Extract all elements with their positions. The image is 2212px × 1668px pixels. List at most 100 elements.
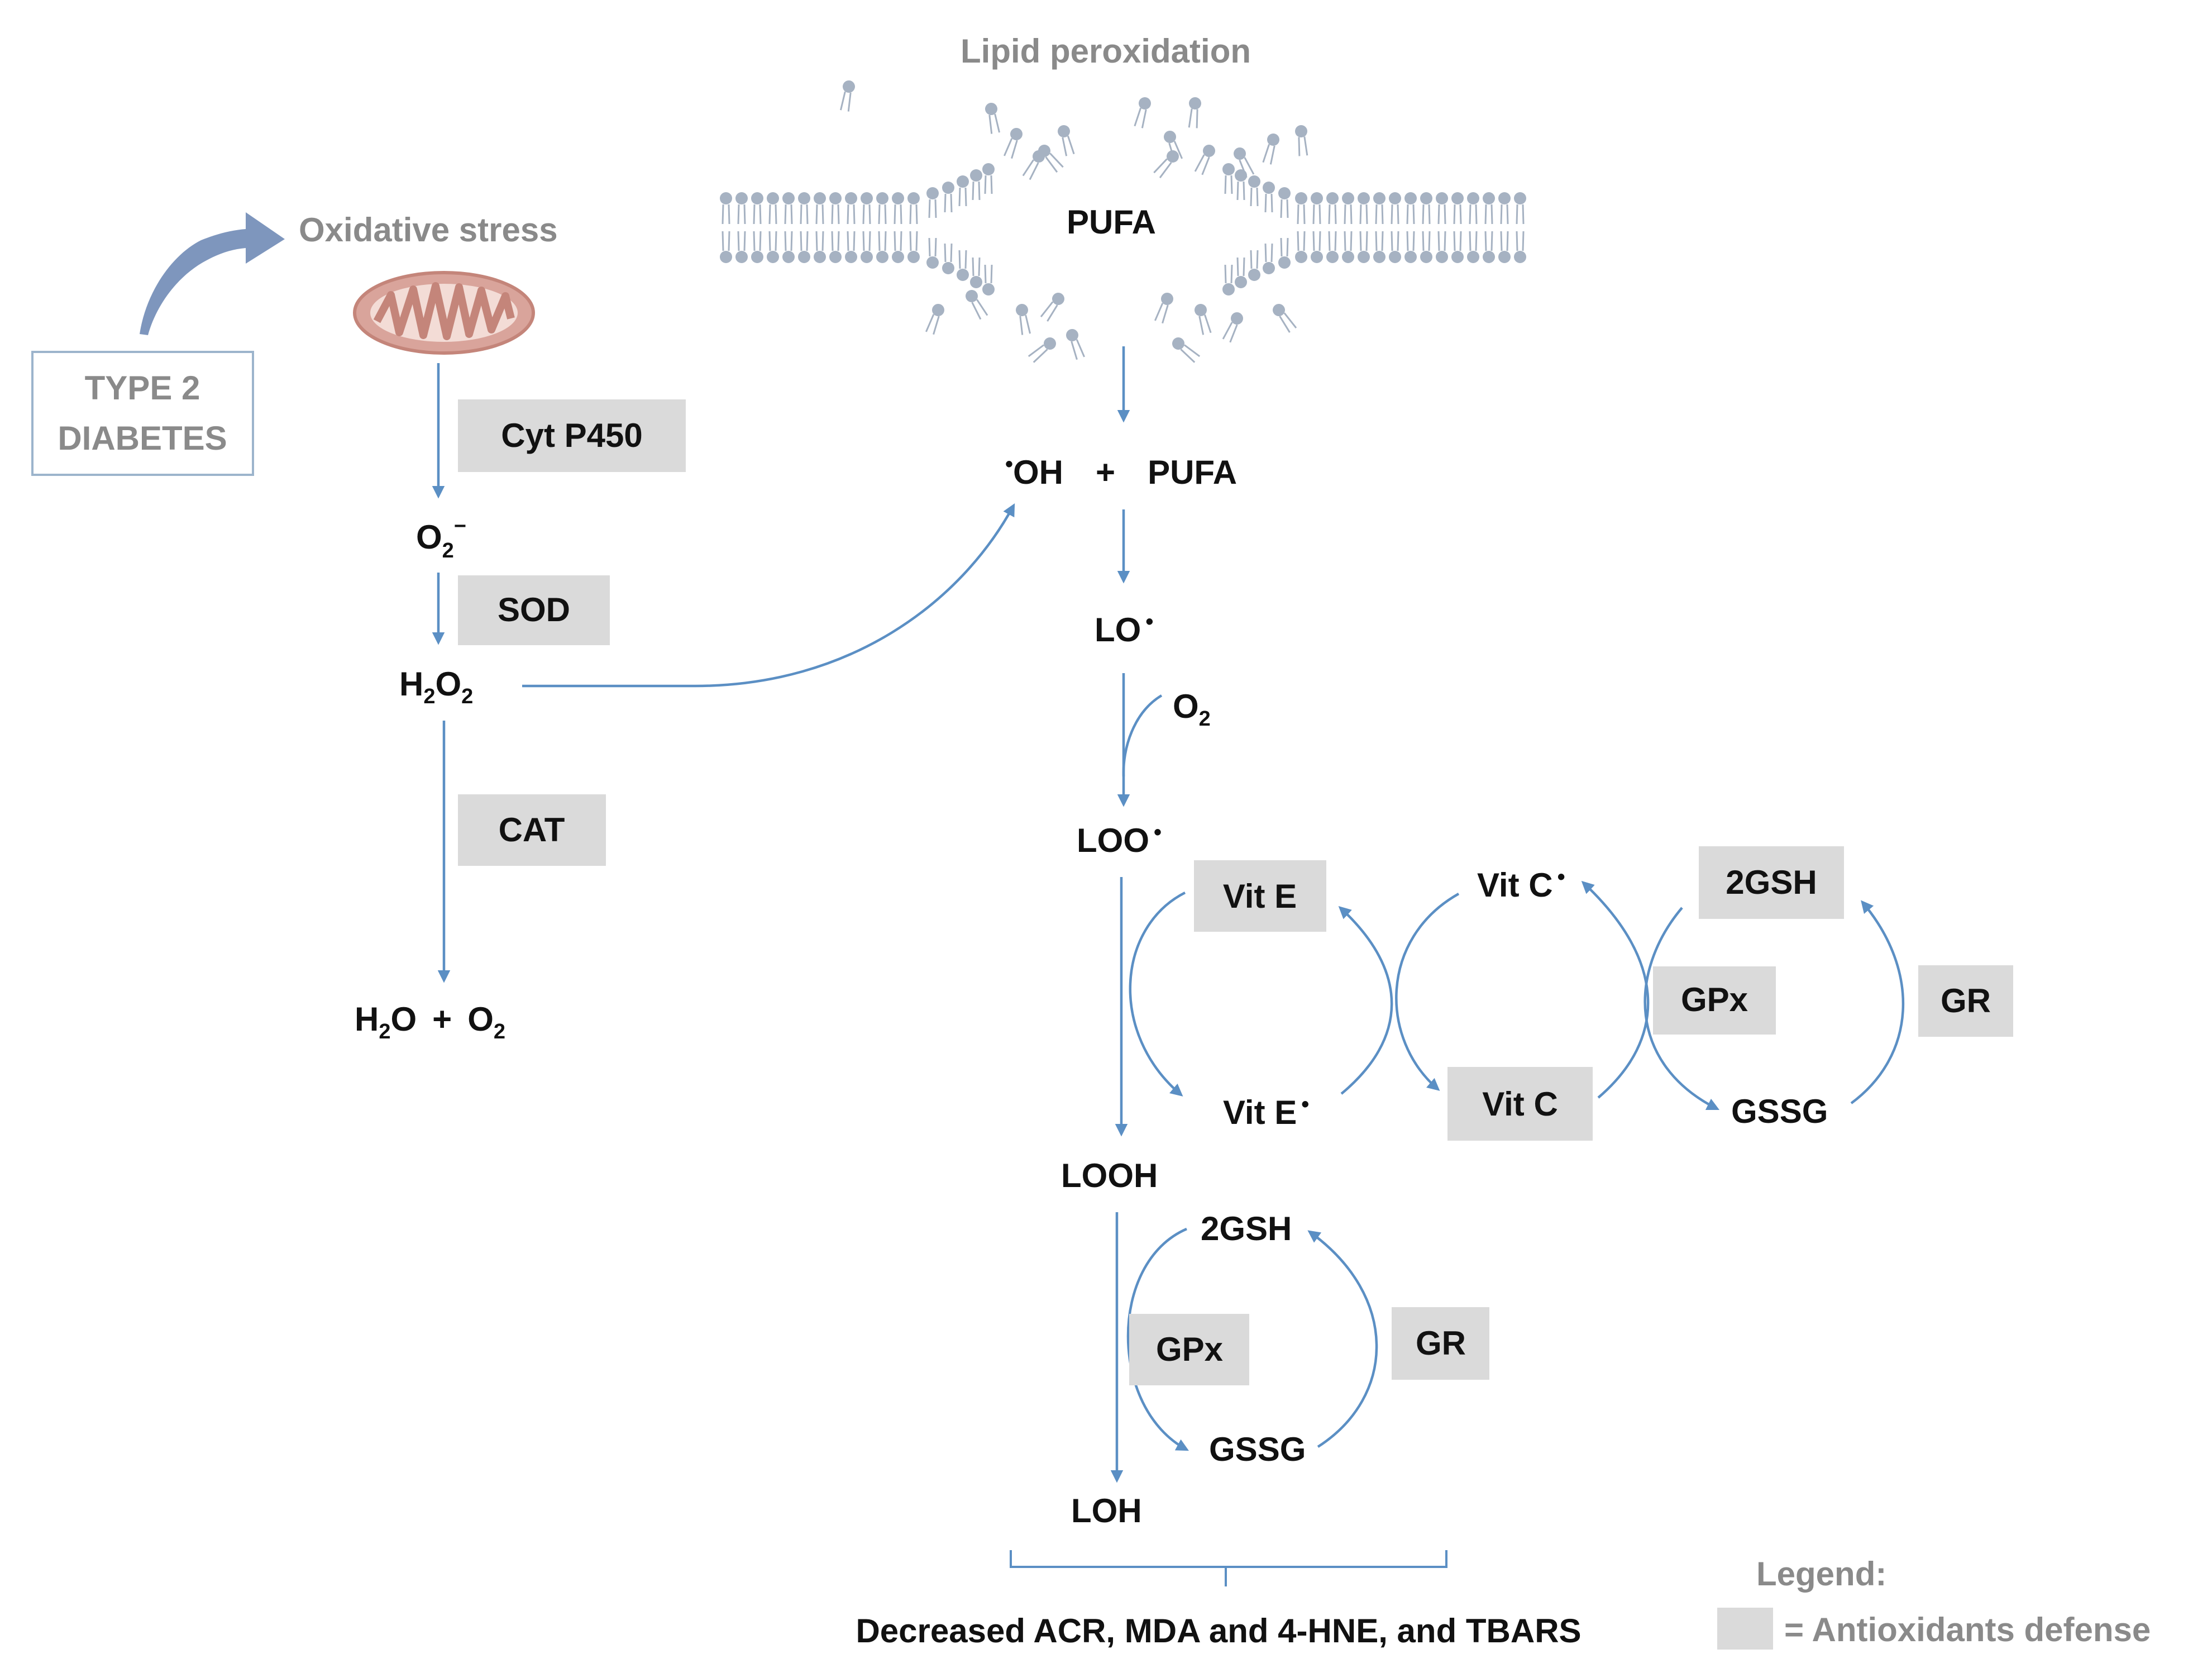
free-lipid-fragment — [1295, 125, 1308, 156]
membrane-lipid-head — [876, 251, 888, 263]
free-lipid-fragment — [1172, 337, 1201, 363]
free-lipid-fragment — [1038, 145, 1064, 173]
conclusion-label: Decreased ACR, MDA and 4-HNE, and TBARS — [856, 1612, 1581, 1650]
membrane-lipid-head — [751, 251, 763, 263]
gpx-bottom-label: GPx — [1156, 1331, 1223, 1368]
oxidative-stress-label: Oxidative stress — [299, 211, 558, 249]
membrane-lipid-head — [829, 251, 842, 263]
membrane-lipid-head — [1420, 251, 1432, 263]
membrane-lipid-head — [1278, 187, 1291, 199]
membrane-lipid-head — [1436, 192, 1448, 204]
free-lipid-fragment — [1134, 97, 1151, 128]
membrane-lipid-head — [942, 182, 954, 194]
membrane-lipid-head — [1295, 192, 1307, 204]
legend-text: = Antioxidants defense — [1784, 1611, 2151, 1648]
membrane-lipid-head — [782, 192, 795, 204]
free-lipid-fragment — [985, 103, 1000, 134]
cat-label: CAT — [499, 811, 565, 849]
membrane-lipid-head — [1311, 251, 1323, 263]
membrane-lipid-head — [1514, 251, 1526, 263]
membrane-lipid-head — [1222, 163, 1235, 175]
membrane-lipid-head — [720, 251, 732, 263]
membrane-lipid-head — [1311, 192, 1323, 204]
sod-enzyme-box: SOD — [458, 575, 610, 645]
membrane-lipid-head — [814, 192, 826, 204]
membrane-lipid-head — [1404, 251, 1417, 263]
legend-swatch — [1717, 1608, 1773, 1650]
membrane-lipid-head — [1498, 251, 1511, 263]
membrane-lipid-head — [767, 251, 779, 263]
membrane-lipid-head — [1342, 251, 1354, 263]
looh-label: LOOH — [1061, 1157, 1158, 1194]
membrane-lipid-head — [926, 256, 939, 269]
gpx-bottom-enzyme-box: GPx — [1129, 1314, 1249, 1385]
membrane-lipid-head — [982, 283, 995, 296]
legend-title: Legend: — [1756, 1555, 1886, 1593]
membrane-lipid-head — [1467, 251, 1479, 263]
condition-line-2: DIABETES — [58, 420, 227, 457]
membrane-lipid-head — [1498, 192, 1511, 204]
membrane-lipid-head — [1373, 251, 1386, 263]
membrane-lipid-head — [1467, 192, 1479, 204]
free-lipid-fragment — [1028, 337, 1056, 363]
membrane-lipid-head — [1483, 192, 1495, 204]
membrane-lipid-head — [814, 251, 826, 263]
gsh-top-enzyme-box: 2GSH — [1699, 846, 1844, 919]
membrane-lipid-head — [907, 251, 920, 263]
membrane-lipid-head — [876, 192, 888, 204]
hydroxyl-pufa-label: •OH+PUFA — [1005, 452, 1237, 491]
free-lipid-fragment — [1222, 312, 1243, 343]
free-lipid-fragment — [1234, 147, 1255, 178]
membrane-lipid-head — [1451, 251, 1464, 263]
free-lipid-fragment — [1188, 97, 1201, 128]
membrane-lipid-head — [892, 251, 904, 263]
membrane-lipid-head — [767, 192, 779, 204]
membrane-lipid-head — [1389, 192, 1401, 204]
membrane-lipid-head — [1263, 182, 1275, 194]
condition-line-1: TYPE 2 — [85, 369, 200, 407]
gr-bottom-enzyme-box: GR — [1392, 1307, 1489, 1380]
arrow-vit-c-regeneration — [1581, 880, 1650, 1099]
arrow-gr-bottom-regeneration — [1307, 1230, 1378, 1448]
free-lipid-fragment — [1194, 145, 1215, 175]
vit-c-radical-label: Vit C• — [1477, 865, 1565, 904]
mitochondrion-icon — [353, 271, 535, 355]
arrow-h2o2-to-hydroxyl — [522, 503, 1015, 688]
membrane-lipid-head — [982, 163, 995, 175]
free-lipid-fragment — [1262, 134, 1279, 165]
membrane-lipid-head — [751, 192, 763, 204]
cat-enzyme-box: CAT — [458, 794, 606, 866]
membrane-lipid-head — [926, 187, 939, 199]
free-lipid-fragment — [1003, 128, 1023, 159]
arrow-vit-c-cycle-left — [1395, 893, 1460, 1091]
free-lipid-fragment — [1154, 293, 1173, 324]
membrane-lipid-head — [1389, 251, 1401, 263]
free-lipid-fragment — [966, 290, 988, 320]
gr-top-label: GR — [1941, 982, 1991, 1019]
vit-c-enzyme-box: Vit C — [1447, 1067, 1593, 1141]
free-lipid-fragment — [1273, 304, 1297, 333]
loo-radical-label: LOO• — [1077, 820, 1162, 859]
membrane-lipid-head — [861, 192, 873, 204]
membrane-lipid-head — [735, 251, 748, 263]
gssg-bottom-label: GSSG — [1209, 1431, 1306, 1468]
membrane-lipid-head — [942, 262, 954, 274]
vit-c-label: Vit C — [1482, 1085, 1558, 1123]
membrane-lipid-head — [1358, 192, 1370, 204]
free-lipid-fragment — [1153, 150, 1179, 179]
vit-e-radical-label: Vit E• — [1223, 1092, 1309, 1131]
curved-trend-arrow-icon — [140, 212, 285, 335]
vit-e-enzyme-box: Vit E — [1194, 860, 1326, 932]
membrane-pufa-label: PUFA — [1067, 203, 1156, 241]
loh-label: LOH — [1071, 1492, 1142, 1529]
arrow-gr-top-regeneration — [1850, 900, 1905, 1104]
free-lipid-fragment — [1058, 125, 1075, 156]
legend: Legend: = Antioxidants defense — [1717, 1555, 2151, 1650]
membrane-lipid-head — [829, 192, 842, 204]
membrane-lipid-head — [892, 192, 904, 204]
lo-radical-label: LO• — [1095, 609, 1153, 649]
free-lipid-fragment — [925, 304, 944, 335]
gssg-top-label: GSSG — [1731, 1093, 1828, 1130]
membrane-lipid-head — [1358, 251, 1370, 263]
gsh-top-label: 2GSH — [1726, 864, 1817, 901]
